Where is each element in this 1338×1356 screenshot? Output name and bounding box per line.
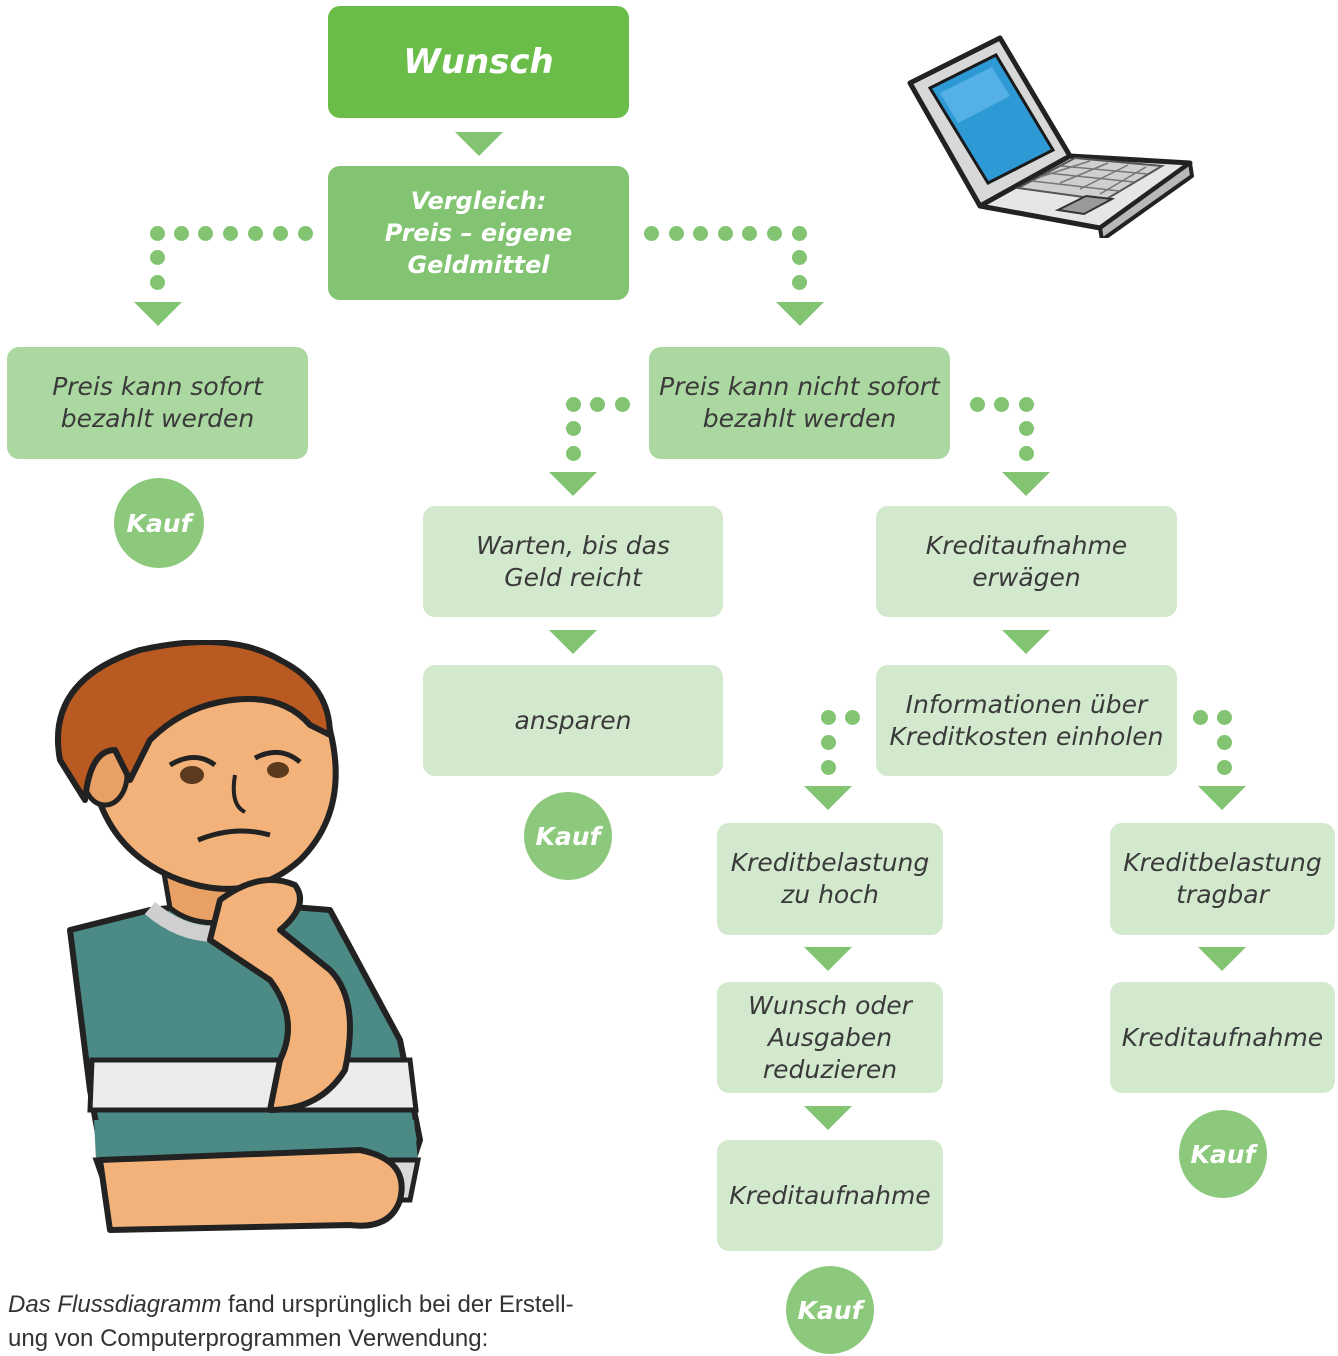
node-preis-nicht-sofort: Preis kann nicht sofort bezahlt werden [649, 347, 950, 459]
caption-emphasis: Das Flussdiagramm [8, 1291, 222, 1318]
thinking-man-illustration [54, 640, 423, 1233]
node-reduzieren: Wunsch oder Ausgaben reduzieren [717, 982, 943, 1093]
caption-text: Das Flussdiagramm fand ursprünglich bei … [8, 1288, 708, 1356]
connector-dot [821, 760, 836, 775]
laptop-illustration [907, 35, 1194, 238]
connector-dot [693, 226, 708, 241]
node-kreditaufnahme-left: Kreditaufnahme [717, 1140, 943, 1251]
connector-dot [1217, 710, 1232, 725]
connector-dot [150, 275, 165, 290]
connector-dot [566, 446, 581, 461]
arrow-head [804, 947, 852, 971]
connector-dot [248, 226, 263, 241]
connector-dot [644, 226, 659, 241]
connector-dot [566, 397, 581, 412]
connector-dot [1217, 760, 1232, 775]
arrow-head [1002, 472, 1050, 496]
connector-dot [223, 226, 238, 241]
node-kreditaufnahme-right: Kreditaufnahme [1110, 982, 1335, 1093]
connector-dot [174, 226, 189, 241]
connector-dot [566, 421, 581, 436]
node-preis-sofort: Preis kann sofort bezahlt werden [7, 347, 308, 459]
connector-dot [590, 397, 605, 412]
node-ansparen: ansparen [423, 665, 723, 776]
node-kredit-erwaegen: Kreditaufnahme erwägen [876, 506, 1177, 617]
arrow-head [776, 302, 824, 326]
connector-dot [1193, 710, 1208, 725]
connector-dot [821, 735, 836, 750]
connector-dot [994, 397, 1009, 412]
arrow-head [549, 630, 597, 654]
arrow-head [549, 472, 597, 496]
arrow-head [804, 786, 852, 810]
connector-dot [845, 710, 860, 725]
connector-dot [273, 226, 288, 241]
node-belastung-zu-hoch: Kreditbelastung zu hoch [717, 823, 943, 935]
node-belastung-tragbar: Kreditbelastung tragbar [1110, 823, 1335, 935]
connector-dot [615, 397, 630, 412]
node-wunsch: Wunsch [328, 6, 629, 118]
connector-dot [1019, 421, 1034, 436]
connector-dot [970, 397, 985, 412]
node-informationen: Informationen über Kreditkosten einholen [876, 665, 1177, 776]
arrow-head [1198, 786, 1246, 810]
kauf-circle: Kauf [1179, 1110, 1267, 1198]
node-warten: Warten, bis das Geld reicht [423, 506, 723, 617]
kauf-circle: Kauf [114, 478, 204, 568]
connector-dot [742, 226, 757, 241]
caption-line1: fand ursprünglich bei der Erstell- [221, 1291, 574, 1318]
connector-dot [1019, 397, 1034, 412]
kauf-circle: Kauf [524, 792, 612, 880]
caption-line2: ung von Computerprogrammen Verwendung: [8, 1325, 489, 1352]
arrow-head [804, 1106, 852, 1130]
connector-dot [150, 250, 165, 265]
connector-dot [767, 226, 782, 241]
arrow-head [134, 302, 182, 326]
kauf-circle: Kauf [786, 1266, 874, 1354]
arrow-head [1002, 630, 1050, 654]
arrow-head [455, 132, 503, 156]
arrow-head [1198, 947, 1246, 971]
connector-dot [792, 275, 807, 290]
node-vergleich: Vergleich: Preis – eigene Geldmittel [328, 166, 629, 300]
connector-dot [718, 226, 733, 241]
connector-dot [298, 226, 313, 241]
connector-dot [150, 226, 165, 241]
connector-dot [1217, 735, 1232, 750]
connector-dot [669, 226, 684, 241]
connector-dot [1019, 446, 1034, 461]
connector-dot [198, 226, 213, 241]
connector-dot [821, 710, 836, 725]
connector-dot [792, 250, 807, 265]
connector-dot [792, 226, 807, 241]
